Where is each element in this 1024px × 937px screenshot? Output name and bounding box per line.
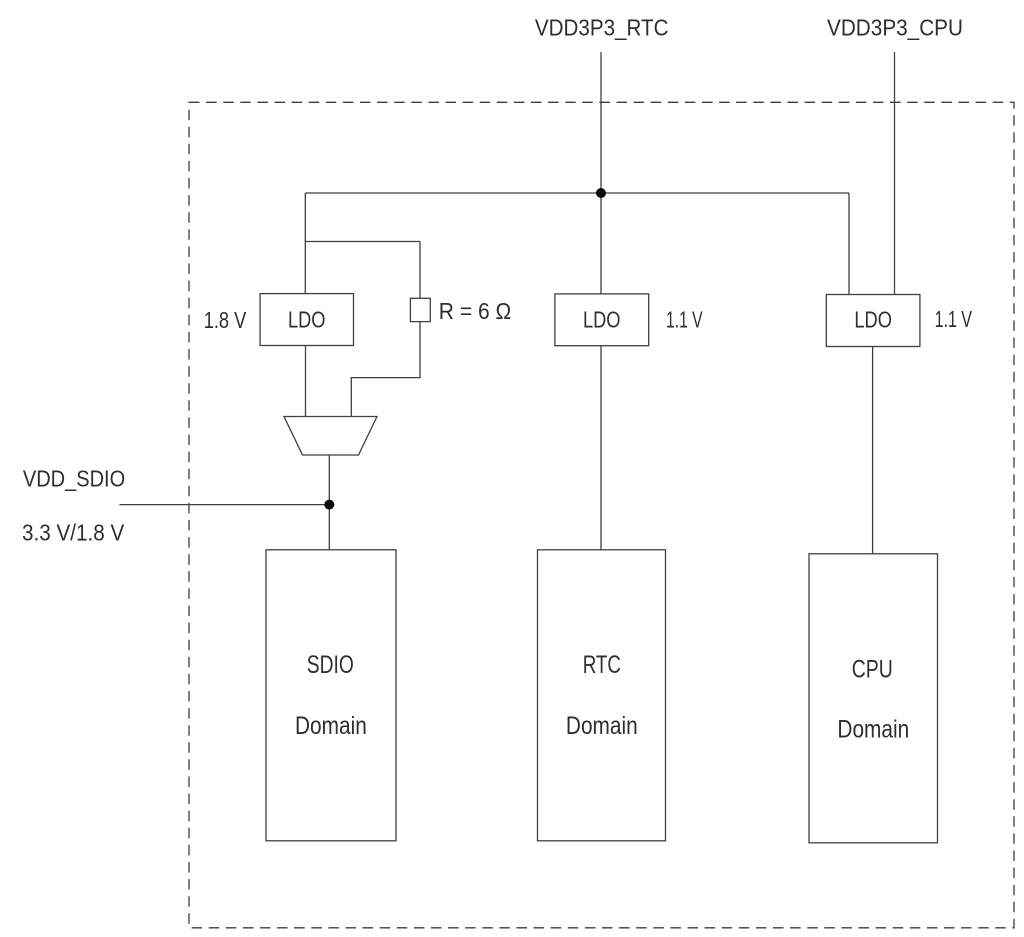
svg-text:LDO: LDO [288, 307, 326, 333]
svg-text:LDO: LDO [854, 307, 892, 333]
svg-text:SDIO: SDIO [307, 651, 354, 679]
svg-text:RTC: RTC [583, 651, 621, 679]
svg-text:LDO: LDO [583, 307, 621, 333]
svg-text:Domain: Domain [295, 712, 367, 740]
svg-text:VDD3P3_RTC: VDD3P3_RTC [535, 15, 669, 41]
svg-text:VDD_SDIO: VDD_SDIO [23, 465, 125, 491]
svg-text:R = 6 Ω: R = 6 Ω [439, 298, 511, 324]
svg-text:CPU: CPU [852, 656, 893, 684]
svg-text:Domain: Domain [566, 712, 638, 740]
svg-text:1.1 V: 1.1 V [666, 307, 703, 333]
svg-text:1.8 V: 1.8 V [204, 307, 247, 333]
svg-text:3.3 V/1.8 V: 3.3 V/1.8 V [22, 520, 125, 546]
svg-text:1.1 V: 1.1 V [935, 306, 973, 332]
svg-text:Domain: Domain [837, 715, 909, 743]
svg-text:VDD3P3_CPU: VDD3P3_CPU [827, 15, 963, 41]
